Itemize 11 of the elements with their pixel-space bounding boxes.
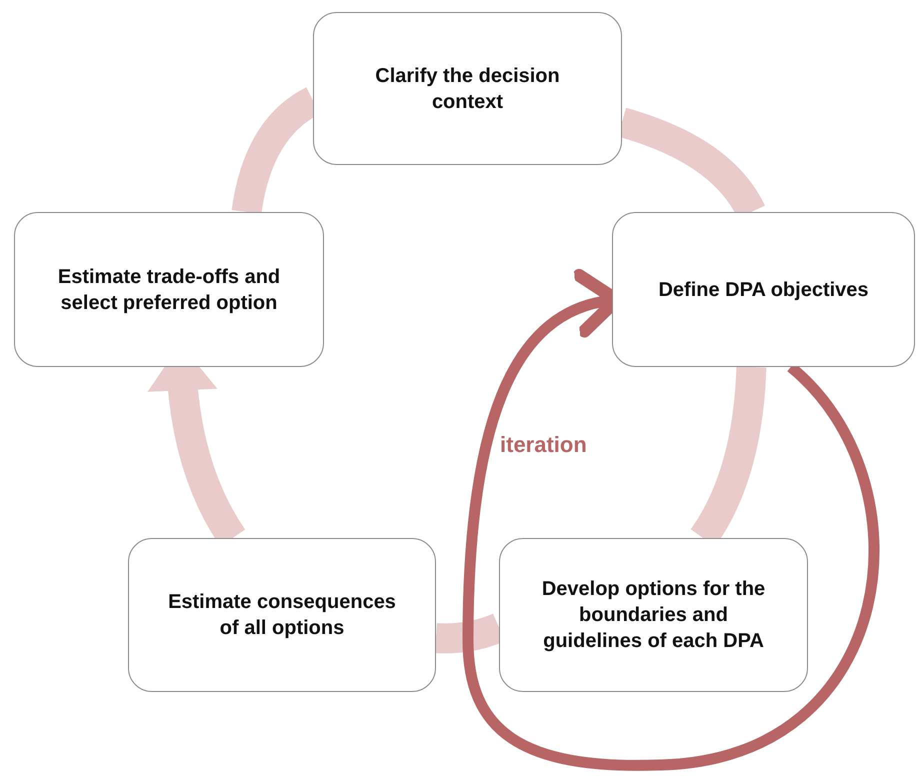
step-text: Clarify the decision context (374, 64, 561, 114)
process-box (313, 12, 622, 165)
process-box (499, 538, 808, 692)
process-box (14, 212, 324, 367)
step-text: Develop options for the boundaries and guidelines of each DPA (540, 577, 766, 654)
edge-label: iteration (500, 432, 587, 458)
step-text: Define DPA objectives (658, 278, 869, 302)
process-box (612, 212, 915, 367)
process-box (128, 538, 436, 692)
step-text: Estimate consequences of all options (167, 590, 397, 641)
step-text: Estimate trade-offs and select preferred option (56, 264, 282, 316)
